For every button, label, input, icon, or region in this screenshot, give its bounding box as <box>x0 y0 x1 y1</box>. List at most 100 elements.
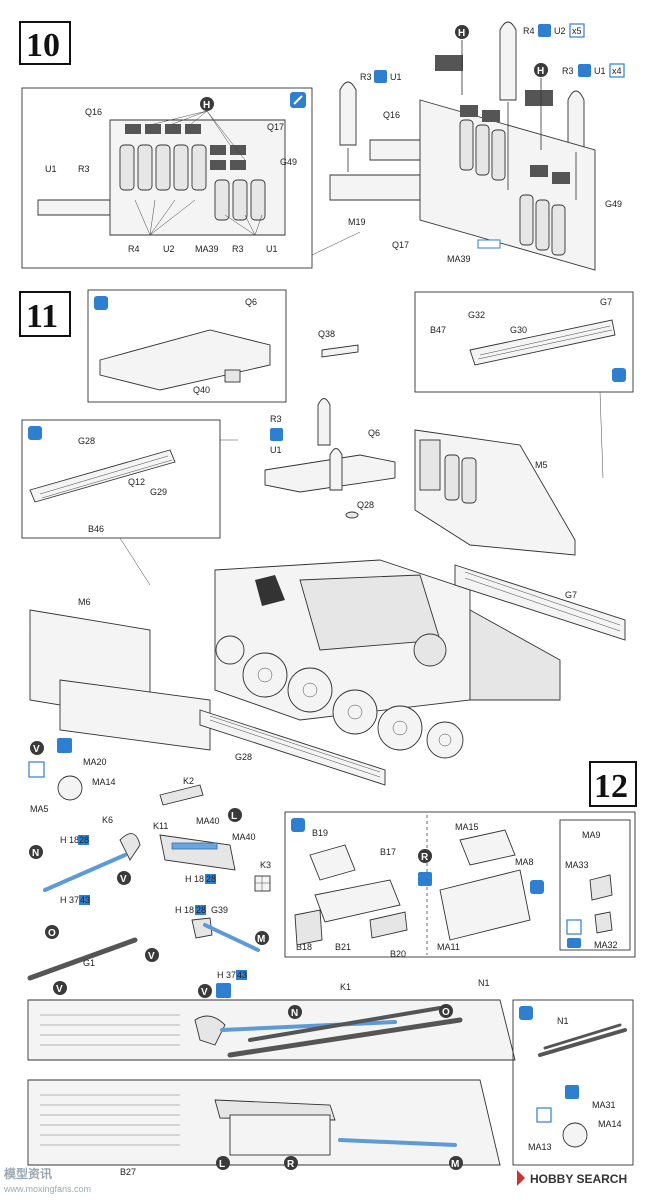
svg-text:L: L <box>231 811 237 822</box>
gun-barrel-K1 <box>227 1017 463 1058</box>
hobby-search-logo-icon <box>517 1170 525 1186</box>
svg-text:B17: B17 <box>380 847 396 857</box>
cement-icon <box>94 296 108 310</box>
svg-text:K6: K6 <box>102 815 113 825</box>
svg-text:G32: G32 <box>468 310 485 320</box>
leader-lines-R4 <box>134 199 196 236</box>
bin-MA8 <box>439 869 531 941</box>
svg-text:H: H <box>217 970 224 980</box>
svg-text:MA14: MA14 <box>598 1119 622 1129</box>
assembly-arrows-10 <box>347 40 577 200</box>
fender-G28 <box>29 449 176 503</box>
svg-text:Q28: Q28 <box>357 500 374 510</box>
svg-text:Q17: Q17 <box>267 122 284 132</box>
svg-text:O: O <box>442 1007 450 1018</box>
g7-inset <box>414 291 634 393</box>
L-marker <box>228 808 242 822</box>
plate-B20 <box>369 911 408 939</box>
shell-R3-right: R3 U1 x4 <box>562 63 625 151</box>
svg-text:MA39: MA39 <box>447 254 471 264</box>
svg-text:18: 18 <box>184 905 194 915</box>
svg-text:Q40: Q40 <box>193 385 210 395</box>
svg-text:B46: B46 <box>88 524 104 534</box>
cement-icon <box>612 368 626 382</box>
svg-text:MA8: MA8 <box>515 857 534 867</box>
part-K2 <box>159 784 204 806</box>
N-marker <box>29 845 43 859</box>
turret-ring <box>413 633 447 667</box>
shovel-mounted <box>194 1015 226 1046</box>
svg-text:Q38: Q38 <box>318 329 335 339</box>
grid-K3 <box>254 875 271 892</box>
step-10-inset <box>21 87 313 269</box>
svg-text:H: H <box>203 100 210 111</box>
ammo-box-row-inset <box>125 124 246 170</box>
svg-text:G49: G49 <box>605 199 622 209</box>
leader-lines-R3 <box>224 214 263 236</box>
svg-text:MA31: MA31 <box>592 1100 616 1110</box>
svg-text:MA11: MA11 <box>437 942 460 952</box>
fitting-MA20 <box>57 775 83 801</box>
svg-text:MA5: MA5 <box>30 804 49 814</box>
step-11: 11 Q6 Q40 G7 B47 G32 G30 G28 Q12 G29 B46… <box>19 289 634 786</box>
bin-inset <box>284 811 636 958</box>
svg-text:G1: G1 <box>83 958 95 968</box>
svg-text:G28: G28 <box>235 752 252 762</box>
shell-R3-11b <box>329 448 343 491</box>
svg-text:28: 28 <box>196 905 206 915</box>
svg-text:MA13: MA13 <box>528 1142 552 1152</box>
svg-text:43: 43 <box>80 895 90 905</box>
clasp-MA32 <box>594 911 613 934</box>
deck-slats <box>40 1014 180 1146</box>
svg-text:M5: M5 <box>535 460 548 470</box>
svg-text:B27: B27 <box>120 1167 136 1177</box>
watermark-left: 模型资讯 www.moxingfans.com <box>3 1166 91 1194</box>
clasp-MA33 <box>589 874 613 901</box>
svg-text:MA40: MA40 <box>196 816 220 826</box>
jack-K11 <box>159 834 236 871</box>
watermark-right: HOBBY SEARCH <box>517 1170 627 1186</box>
V-marker-5 <box>145 948 159 962</box>
svg-text:V: V <box>201 987 208 998</box>
svg-text:28: 28 <box>206 874 216 884</box>
shovel-K6 <box>119 833 141 861</box>
rack-bar <box>37 199 111 216</box>
part-Q28 <box>345 511 359 519</box>
bracket-Q40 <box>224 369 241 383</box>
svg-text:B18: B18 <box>296 942 312 952</box>
svg-text:R4: R4 <box>128 244 140 254</box>
svg-text:U2: U2 <box>554 26 566 36</box>
ma39-part <box>477 239 501 249</box>
svg-text:M19: M19 <box>348 217 366 227</box>
R-marker-deck <box>284 1156 298 1170</box>
fender-G7 <box>469 319 616 366</box>
svg-text:Q6: Q6 <box>245 297 257 307</box>
svg-text:G29: G29 <box>150 487 167 497</box>
clasp-inset <box>559 819 631 951</box>
svg-text:U1: U1 <box>594 66 606 76</box>
svg-text:MA15: MA15 <box>455 822 479 832</box>
svg-text:MA9: MA9 <box>582 830 601 840</box>
shell-row-inset <box>119 144 266 221</box>
road-wheels <box>215 635 464 759</box>
shell-R3-left: R3 U1 <box>339 70 402 146</box>
svg-text:U1: U1 <box>270 445 282 455</box>
svg-text:MA40: MA40 <box>232 832 256 842</box>
rack-base-M19 <box>329 174 421 201</box>
svg-text:K3: K3 <box>260 860 271 870</box>
svg-text:Q6: Q6 <box>368 428 380 438</box>
M-marker-deck <box>449 1156 463 1170</box>
svg-text:37: 37 <box>226 970 236 980</box>
svg-text:H: H <box>175 905 182 915</box>
part-H-marker-inset <box>200 97 214 111</box>
step-11-number: 11 <box>26 298 58 335</box>
side-B18 <box>294 909 323 946</box>
axe-head-G39 <box>191 917 213 939</box>
svg-text:U1: U1 <box>266 244 278 254</box>
svg-text:U1: U1 <box>390 72 402 82</box>
svg-text:MA14: MA14 <box>92 777 116 787</box>
svg-text:N1: N1 <box>478 978 490 988</box>
svg-text:x5: x5 <box>572 26 582 36</box>
lid-MA15 <box>459 829 516 866</box>
